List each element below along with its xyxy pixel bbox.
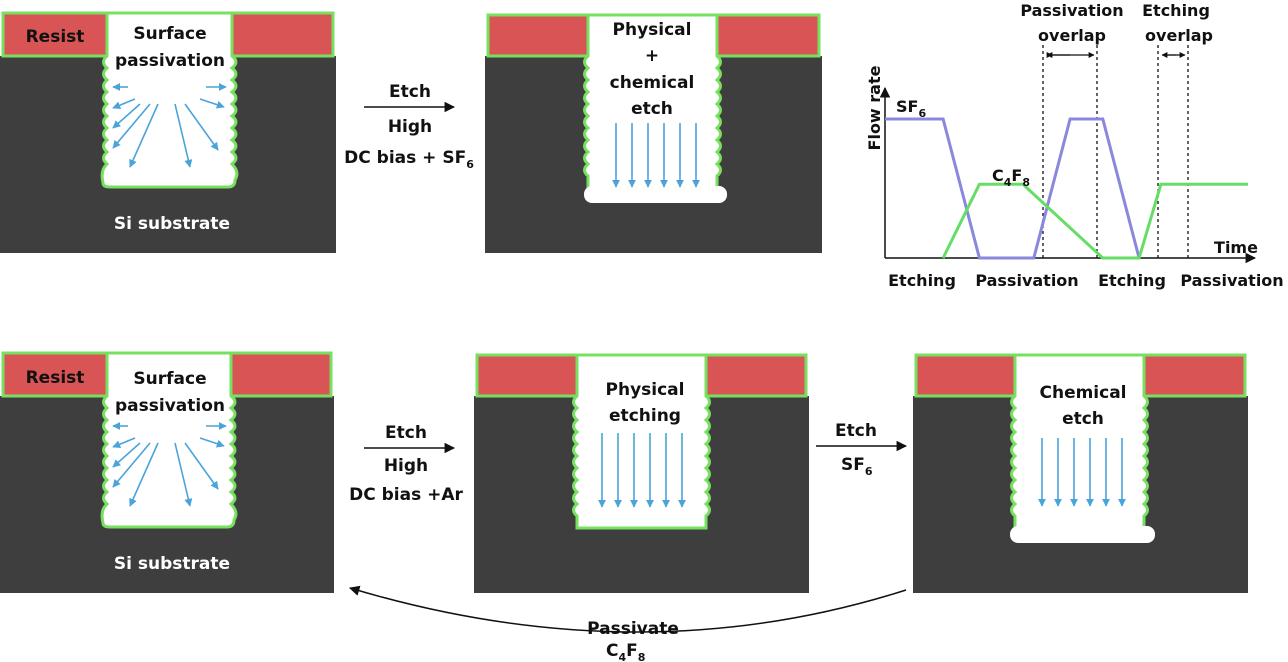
etch-label: etch (1062, 409, 1104, 429)
resist-block-left (914, 353, 1017, 398)
phase-label: Etching (1098, 271, 1166, 290)
bottom-etch-arrow-2: Etch SF6 (816, 421, 908, 478)
bottom-panel-3: Chemical etch (913, 353, 1248, 593)
resist-block-right (704, 353, 808, 398)
resist-block-right (1142, 353, 1247, 398)
surface-label: Surface (133, 369, 206, 389)
resist-block-left (486, 13, 590, 58)
dc-bias-ar-label: DC bias +Ar (349, 485, 463, 505)
etched-bottom (1010, 526, 1155, 543)
phase-label: Passivation (1180, 271, 1283, 290)
overlap-markers (1042, 45, 1189, 258)
resist-label: Resist (26, 27, 85, 47)
plus-label: + (645, 46, 659, 66)
etch-label: etch (631, 99, 673, 119)
etch-label: Etch (835, 421, 877, 441)
etched-bottom (584, 186, 727, 203)
top-panel-2: Physical + chemical etch (485, 13, 822, 253)
ion-arrows (112, 83, 227, 168)
c4f8-label: C4F8 (606, 641, 645, 662)
si-substrate-label: Si substrate (114, 554, 230, 574)
top-panel-1: Resist Surface passivation Si substrate (0, 11, 336, 253)
etching-label: etching (609, 406, 681, 426)
etch-label: Etch (389, 82, 431, 102)
c4f8-series-line (941, 182, 1248, 260)
resist-block-right (715, 13, 821, 58)
bottom-panel-2: Physical etching (474, 353, 809, 593)
ion-arrows (612, 123, 700, 188)
trench-with-passivation (572, 353, 711, 530)
c4f8-series-label: C4F8 (992, 166, 1030, 189)
passivation-label: passivation (115, 51, 225, 71)
high-label: High (384, 456, 428, 476)
chemical-label: chemical (610, 73, 695, 93)
phase-label: Etching (888, 271, 956, 290)
y-axis-label: Flow rate (865, 65, 884, 150)
resist-label: Resist (26, 368, 85, 388)
trench-with-passivation (1010, 353, 1149, 534)
etching-overlap-label-1: Etching (1142, 1, 1210, 20)
passivation-overlap-label-2: overlap (1038, 26, 1106, 45)
top-etch-arrow: Etch High DC bias + SF6 (344, 82, 474, 171)
high-label: High (388, 117, 432, 137)
x-axis-label: Time (1214, 238, 1258, 257)
sf6-series-label: SF6 (896, 97, 926, 120)
dc-bias-label: DC bias + SF6 (344, 148, 474, 171)
trench-with-passivation (100, 351, 238, 529)
trench-with-passivation (100, 11, 239, 189)
physical-label: Physical (613, 20, 692, 40)
ion-arrows (598, 433, 686, 508)
etching-overlap-label-2: overlap (1145, 26, 1213, 45)
flow-rate-chart: Flow rate Time Passivation overlap Etchi… (865, 1, 1284, 290)
si-substrate-label: Si substrate (114, 214, 230, 234)
cycle-return-arrow (348, 585, 907, 633)
sf6-label: SF6 (841, 455, 873, 478)
passivation-overlap-label-1: Passivation (1020, 1, 1123, 20)
chemical-label: Chemical (1039, 383, 1126, 403)
etch-label: Etch (385, 423, 427, 443)
surface-label: Surface (133, 24, 206, 44)
resist-block-left (1, 351, 109, 398)
resist-block-right (230, 11, 335, 58)
resist-block-left (475, 353, 579, 398)
ion-arrows (112, 422, 227, 507)
phase-label: Passivation (975, 271, 1078, 290)
bottom-etch-arrow-1: Etch High DC bias +Ar (349, 423, 463, 505)
passivation-label: passivation (115, 396, 225, 416)
ion-arrows (1038, 438, 1126, 507)
passivate-label: Passivate (587, 619, 679, 639)
bottom-panel-1: Resist Surface passivation Si substrate (0, 351, 334, 593)
passivate-return-arrow: Passivate C4F8 (348, 585, 907, 662)
sf6-series-line (885, 117, 1141, 260)
resist-block-left (1, 11, 109, 58)
physical-label: Physical (606, 380, 685, 400)
resist-block-right (229, 351, 333, 398)
